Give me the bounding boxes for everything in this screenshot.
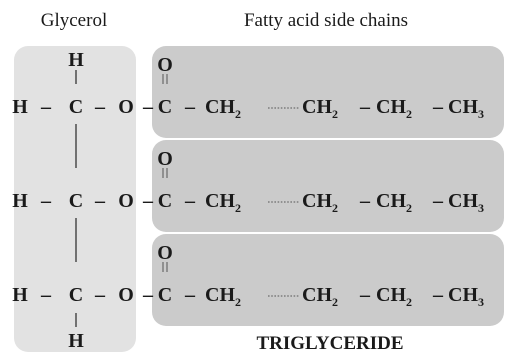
methylene-group: CH2	[205, 96, 241, 121]
ester-oxygen: O	[118, 96, 134, 118]
bond: –	[94, 284, 106, 306]
carbonyl-double-bonds	[162, 74, 168, 272]
methylene-group: CH2	[205, 190, 241, 215]
double-bond-3	[162, 262, 168, 272]
glycerol-carbon: C	[69, 284, 83, 306]
glycerol-top-hydrogen: H	[68, 49, 84, 71]
bond: –	[142, 96, 154, 118]
methylene-group: CH2	[376, 190, 412, 215]
methyl-group: CH3	[448, 284, 484, 309]
fatty-acid-panel-2	[152, 140, 504, 232]
methylene-group: CH2	[302, 190, 338, 215]
methylene-group: CH2	[205, 284, 241, 309]
bond: –	[40, 96, 52, 118]
carbonyl-oxygen: O	[157, 242, 173, 264]
glycerol-hydrogen: H	[12, 284, 28, 306]
methyl-group: CH3	[448, 190, 484, 215]
bond: –	[184, 96, 196, 118]
bond: –	[142, 284, 154, 306]
bond: –	[432, 96, 444, 118]
glycerol-label: Glycerol	[41, 10, 107, 31]
glycerol-hydrogen: H	[12, 96, 28, 118]
bond: –	[359, 190, 371, 212]
chain-continuation-dots	[268, 107, 300, 297]
fatty-acid-panel-1	[152, 46, 504, 138]
bond: –	[94, 96, 106, 118]
methylene-group: CH2	[302, 284, 338, 309]
methylene-group: CH2	[376, 96, 412, 121]
carbonyl-oxygen: O	[157, 148, 173, 170]
bond: –	[184, 284, 196, 306]
carbonyl-carbon: C	[158, 190, 172, 212]
double-bond-1	[162, 74, 168, 84]
glycerol-hydrogen: H	[12, 190, 28, 212]
double-bond-2	[162, 168, 168, 178]
glycerol-carbon: C	[69, 190, 83, 212]
triglyceride-row-1: O H – C – O – C – CH2 CH2 – CH2 – CH3	[12, 54, 484, 121]
bond: –	[40, 284, 52, 306]
bond: –	[94, 190, 106, 212]
methyl-group: CH3	[448, 96, 484, 121]
glycerol-panel	[14, 46, 136, 352]
bond: –	[432, 284, 444, 306]
bond: –	[142, 190, 154, 212]
ester-oxygen: O	[118, 284, 134, 306]
methylene-group: CH2	[376, 284, 412, 309]
carbonyl-oxygen: O	[157, 54, 173, 76]
fatty-acid-label: Fatty acid side chains	[244, 10, 408, 31]
methylene-group: CH2	[302, 96, 338, 121]
carbonyl-carbon: C	[158, 96, 172, 118]
glycerol-carbon: C	[69, 96, 83, 118]
glycerol-bottom-hydrogen: H	[68, 330, 84, 352]
fatty-acid-panel-3	[152, 234, 504, 326]
triglyceride-row-2: O H – C – O – C – CH2 CH2 – CH2 – CH3	[12, 148, 484, 215]
bond: –	[432, 190, 444, 212]
carbonyl-carbon: C	[158, 284, 172, 306]
ester-oxygen: O	[118, 190, 134, 212]
triglyceride-row-3: O H – C – O – C – CH2 CH2 – CH2 – CH3	[12, 242, 484, 309]
bond: –	[359, 284, 371, 306]
bond: –	[40, 190, 52, 212]
bond: –	[184, 190, 196, 212]
bond: –	[359, 96, 371, 118]
triglyceride-label: TRIGLYCERIDE	[256, 333, 403, 354]
